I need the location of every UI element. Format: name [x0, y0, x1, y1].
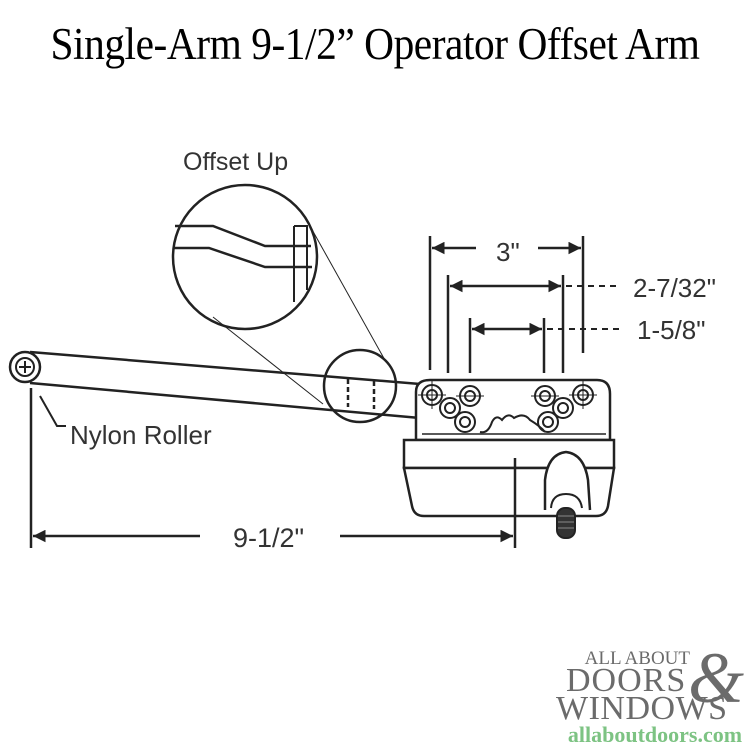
- logo-line3: WINDOWS: [556, 690, 728, 727]
- dim-2-7-32-label: 2-7/32": [633, 273, 716, 303]
- dimension-lines: [428, 236, 585, 373]
- logo-url: allaboutdoors.com: [567, 722, 743, 747]
- logo-line2: DOORS: [566, 662, 687, 699]
- offset-up-label: Offset Up: [183, 148, 288, 176]
- dim-1-5-8-label: 1-5/8": [637, 315, 706, 345]
- dim-3in-label: 3": [496, 237, 520, 267]
- dim-9-1-2-label: 9-1/2": [233, 523, 304, 553]
- nylon-roller-icon: [8, 350, 42, 384]
- logo-ampersand: &: [688, 638, 745, 718]
- dimension-leaders: [547, 285, 620, 330]
- page-title: Single-Arm 9-1/2” Operator Offset Arm: [50, 19, 700, 69]
- offset-arm: [29, 348, 421, 424]
- mounting-screw-holes: [418, 381, 597, 433]
- logo-line1: ALL ABOUT: [584, 648, 690, 669]
- gear-profile: [479, 414, 546, 434]
- offset-detail-callout: [171, 183, 387, 405]
- arm-length-dimension: [29, 388, 517, 548]
- roller-leader: [39, 395, 66, 427]
- roller-label: Nylon Roller: [70, 420, 212, 450]
